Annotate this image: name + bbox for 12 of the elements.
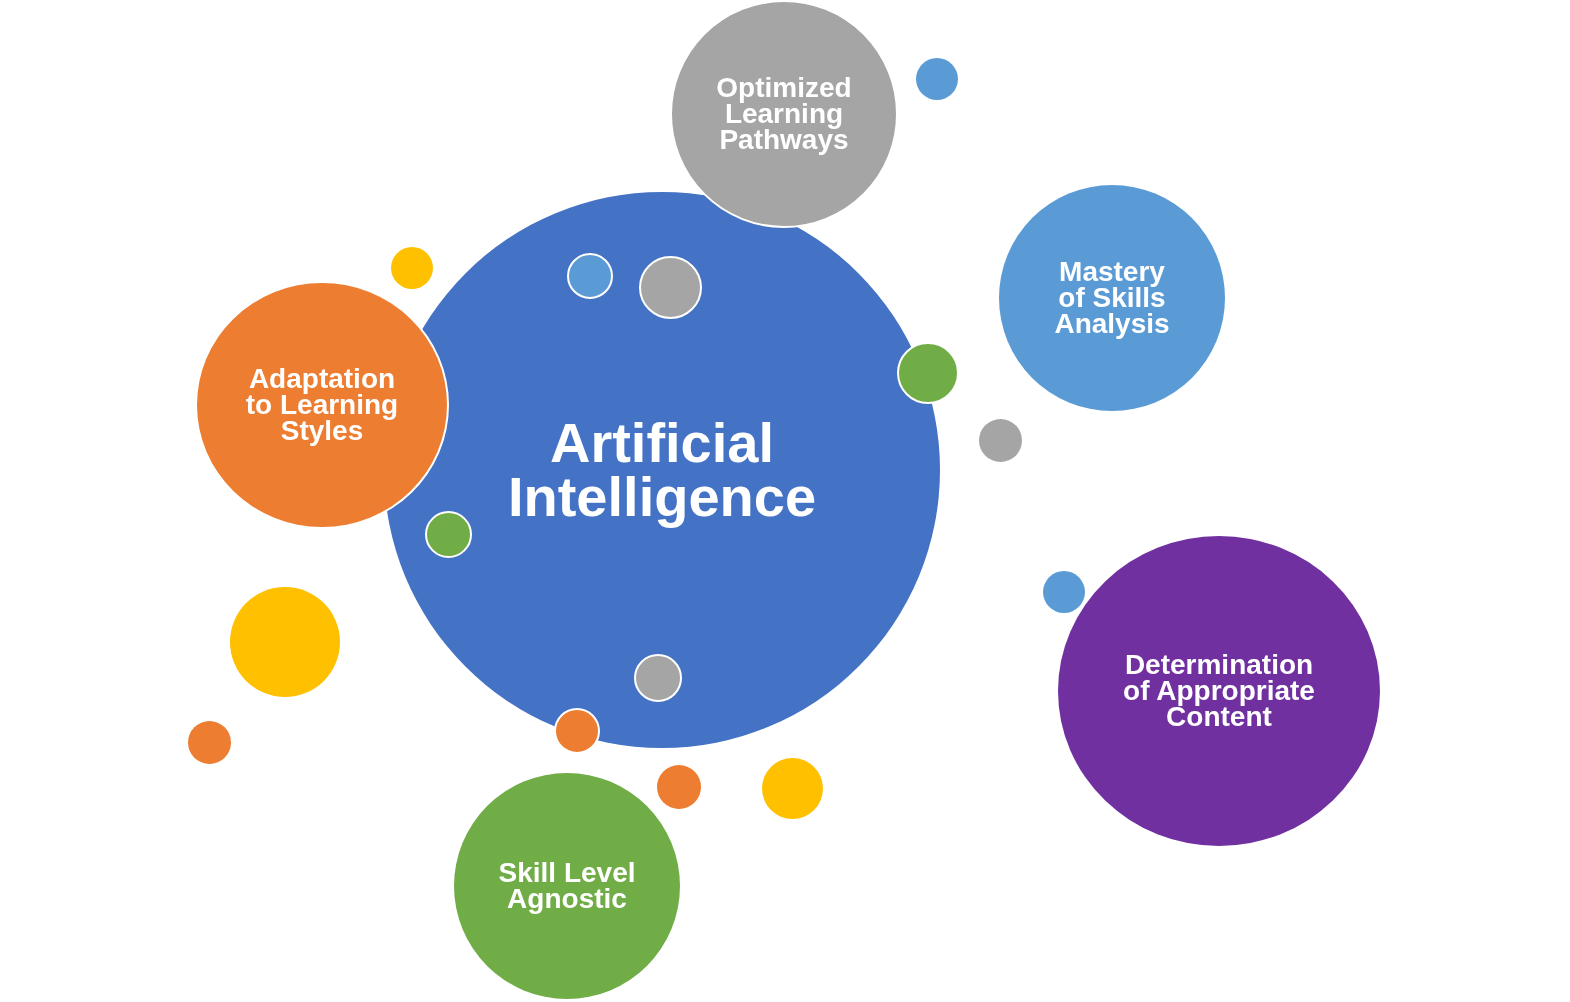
topic-label: Optimized Learning Pathways — [715, 75, 853, 153]
dot-icon — [634, 654, 682, 702]
topic-label: Adaptation to Learning Styles — [244, 366, 400, 444]
topic-label: Determination of Appropriate Content — [1122, 652, 1316, 730]
dot-icon — [567, 253, 613, 299]
dot-icon — [657, 765, 701, 809]
dot-icon — [1043, 571, 1085, 613]
dot-icon — [187, 720, 231, 764]
dot-icon — [916, 58, 958, 100]
topic-label: Mastery of Skills Analysis — [1053, 259, 1171, 337]
topic-label: Skill Level Agnostic — [497, 860, 637, 912]
dot-icon — [978, 418, 1022, 462]
